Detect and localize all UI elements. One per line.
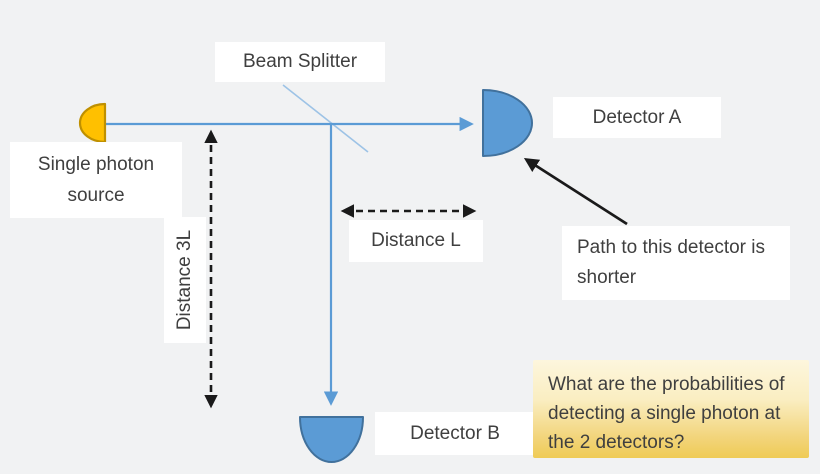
detector-a-shape xyxy=(482,89,533,157)
beam-splitter-line xyxy=(282,84,369,153)
distance-3l-label: Distance 3L xyxy=(164,217,206,343)
distance-l-label: Distance L xyxy=(349,220,483,262)
path-annotation-arrow xyxy=(523,158,628,226)
photon-source-shape xyxy=(78,102,107,144)
probability-question-box: What are the probabilities of detecting … xyxy=(533,360,809,458)
detector-b-shape xyxy=(299,416,364,463)
beam-splitter-label: Beam Splitter xyxy=(215,42,385,82)
detector-b-label: Detector B xyxy=(375,412,535,455)
path-shorter-note: Path to this detector is shorter xyxy=(562,226,790,300)
detector-a-label: Detector A xyxy=(553,97,721,138)
single-photon-source-label: Single photon source xyxy=(10,142,182,218)
